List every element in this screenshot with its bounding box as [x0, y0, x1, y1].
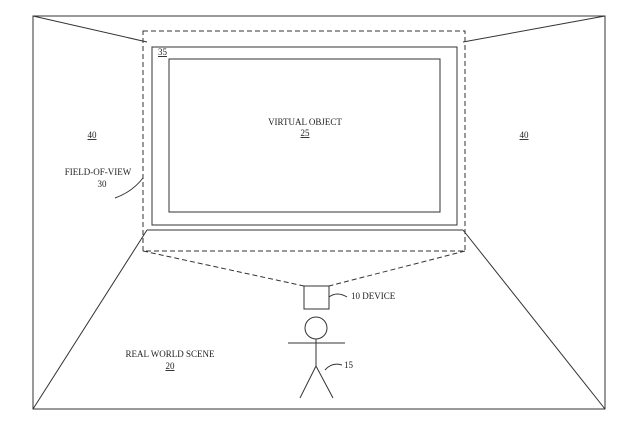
ceiling-edge-left	[32, 15, 148, 43]
device-label: 10 DEVICE	[351, 291, 396, 301]
field-of-view-label: FIELD-OF-VIEW	[65, 167, 132, 177]
device	[303, 285, 348, 310]
virtual-object-label: VIRTUAL OBJECT	[268, 117, 342, 127]
user-leader	[324, 363, 343, 371]
real-world-scene-ref: 20	[166, 361, 176, 371]
fov-ray-right	[328, 250, 466, 287]
user-leg-left	[299, 365, 317, 399]
field-of-view-ref: 30	[98, 179, 108, 189]
device-leader	[328, 293, 348, 298]
virtual-object-inner	[168, 58, 441, 213]
fov-region-rect	[142, 30, 466, 252]
right-wall-ref: 40	[520, 130, 530, 140]
device-box	[303, 285, 330, 310]
floor-edge-left	[32, 229, 148, 410]
virtual-object	[151, 46, 458, 226]
user-figure	[288, 316, 345, 399]
left-wall-ref: 40	[88, 130, 98, 140]
virtual-object-ref: 25	[301, 128, 311, 138]
floor-edge-right	[462, 229, 606, 410]
user-leg-right	[315, 365, 334, 399]
room-frame	[32, 15, 606, 410]
fov-region-ref: 35	[158, 47, 168, 57]
room-outline	[32, 15, 606, 410]
ceiling-edge-right	[462, 15, 606, 43]
user-head	[304, 316, 328, 340]
virtual-object-outer	[151, 46, 458, 226]
fov-ray-left	[142, 250, 305, 287]
fov-leader	[114, 177, 144, 199]
real-world-scene-label: REAL WORLD SCENE	[126, 349, 216, 359]
user-ref: 15	[344, 360, 354, 370]
field-of-view-region	[142, 30, 466, 287]
